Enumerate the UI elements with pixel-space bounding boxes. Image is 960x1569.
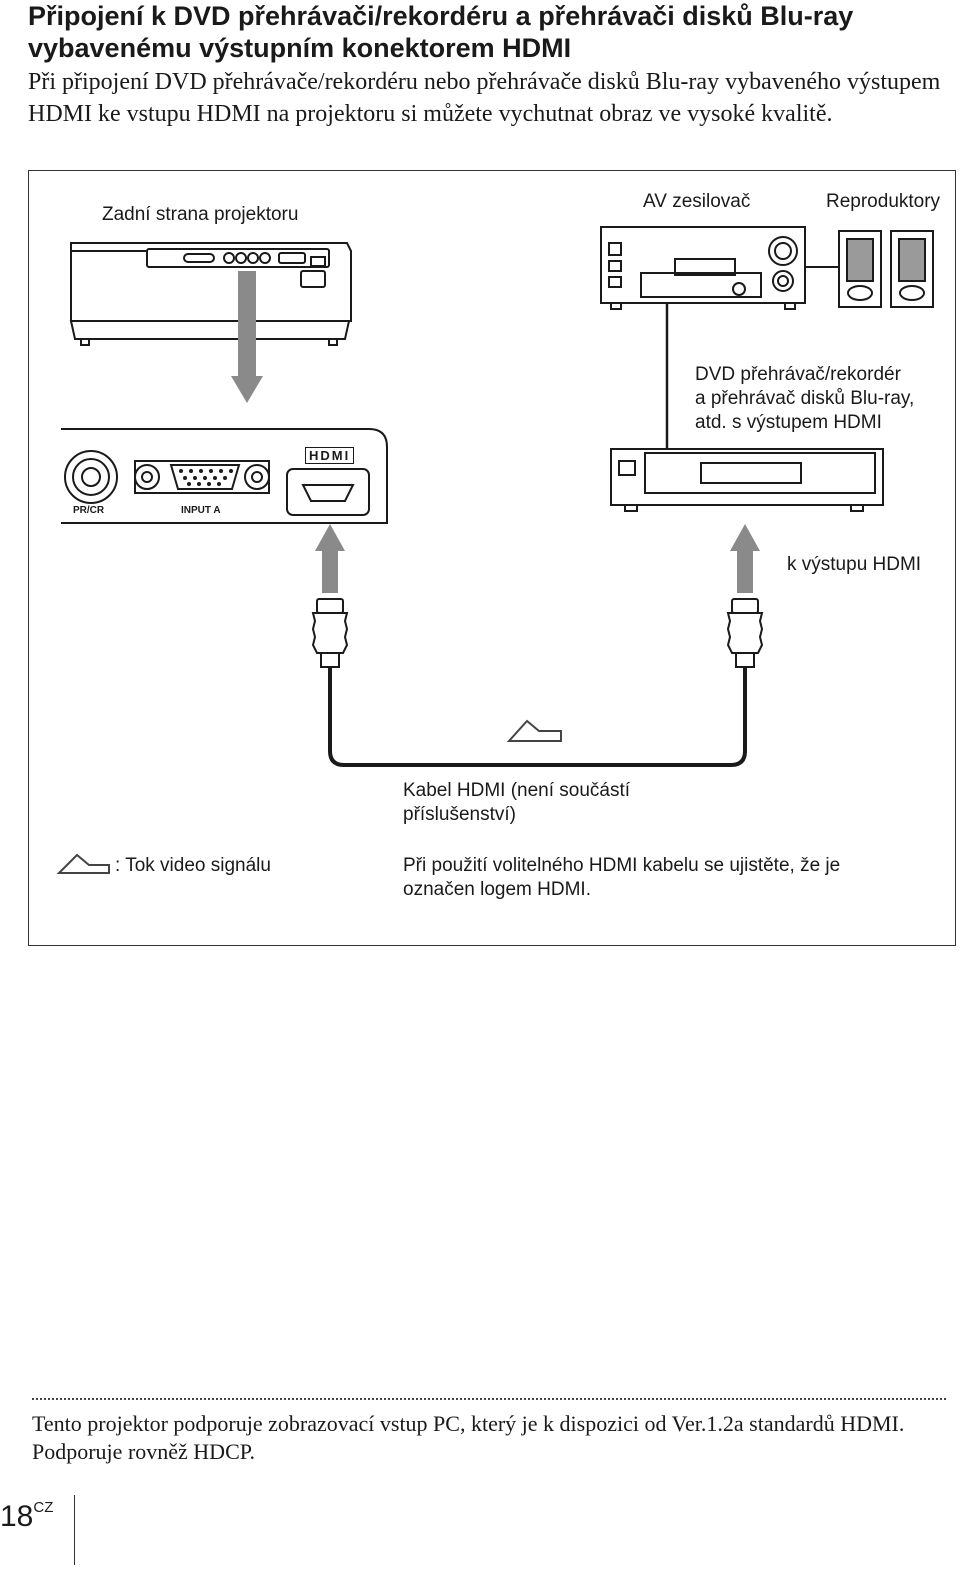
pr-cr-port-label: PR/CR: [73, 505, 105, 516]
page-number: 18CZ: [0, 1490, 53, 1535]
projector-back-illustration: [69, 242, 352, 346]
footnote-divider: [32, 1398, 946, 1400]
dvd-player-illustration: [610, 448, 884, 512]
cable-note: Při použití volitelného HDMI kabelu se u…: [403, 854, 840, 902]
player-label-line-2: a přehrávač disků Blu-ray,: [695, 388, 915, 409]
cable-note-line-1: Při použití volitelného HDMI kabelu se u…: [403, 855, 841, 876]
av-amplifier-illustration: [600, 226, 806, 310]
av-amplifier-label: AV zesilovač: [643, 191, 751, 212]
player-label: DVD přehrávač/rekordér a přehrávač disků…: [695, 363, 914, 435]
page-number-rule: [74, 1495, 75, 1565]
heading-line-2: vybavenému výstupním konektorem HDMI: [28, 33, 572, 63]
signal-arrows-up: [315, 524, 760, 593]
page-heading: Připojení k DVD přehrávači/rekordéru a p…: [28, 0, 953, 64]
cable-label-line-1: Kabel HDMI (není součástí: [403, 780, 631, 801]
cable-label: Kabel HDMI (není součástí příslušenství): [403, 779, 630, 827]
footnote-text: Tento projektor podporuje zobrazovací vs…: [32, 1411, 905, 1464]
speakers-illustration: [805, 230, 934, 308]
speakers-label: Reproduktory: [826, 191, 941, 212]
player-label-line-3: atd. s výstupem HDMI: [695, 412, 882, 433]
hdmi-logo: HDMI: [305, 447, 355, 464]
signal-flow-symbol: [506, 719, 562, 742]
input-a-port-label: INPUT A: [181, 505, 221, 516]
hdmi-out-label: k výstupu HDMI: [787, 554, 922, 575]
diagram-drawing: [56, 226, 934, 874]
page-number-value: 18: [0, 1500, 34, 1533]
cable-label-line-2: příslušenství): [403, 804, 516, 825]
projector-back-label: Zadní strana projektoru: [102, 204, 299, 225]
cable-note-line-2: označen logem HDMI.: [403, 879, 591, 900]
connection-diagram: Zadní strana projektoru AV zesilovač Rep…: [28, 170, 956, 946]
hdmi-cable-illustration: [311, 598, 764, 767]
intro-paragraph: Při připojení DVD přehrávače/rekordéru n…: [28, 69, 941, 127]
player-label-line-1: DVD přehrávač/rekordér: [695, 364, 901, 385]
heading-line-1: Připojení k DVD přehrávači/rekordéru a p…: [28, 1, 854, 31]
legend-label: : Tok video signálu: [115, 855, 271, 876]
legend-flow-icon: [56, 853, 110, 874]
projector-panel-closeup: [61, 428, 388, 524]
page-number-suffix: CZ: [33, 1499, 54, 1516]
signal-arrow-to-projector: [231, 271, 263, 403]
